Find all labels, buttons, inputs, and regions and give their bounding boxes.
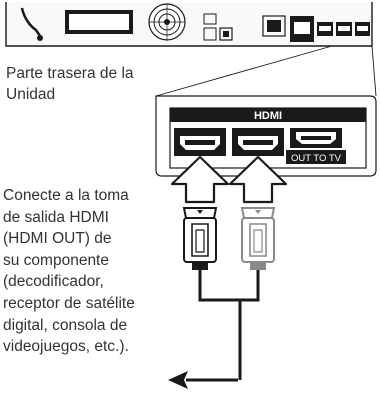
rear-hdmi-ports bbox=[317, 22, 370, 36]
hdmi-cable-1 bbox=[182, 207, 242, 380]
hdmi-cable-2 bbox=[240, 207, 276, 302]
lan-port-icon bbox=[290, 16, 314, 42]
zoom-line-left bbox=[155, 45, 333, 97]
insert-arrows bbox=[170, 155, 288, 204]
rear-of-unit-caption: Parte trasera de la Unidad bbox=[6, 65, 134, 103]
unit-rear-panel bbox=[5, 2, 373, 47]
out-to-tv-label: OUT TO TV bbox=[291, 153, 342, 164]
zoomed-hdmi-panel: HDMI OUT TO TV bbox=[155, 95, 377, 177]
power-cord-icon bbox=[20, 7, 42, 37]
left-arrow-icon bbox=[168, 371, 238, 389]
hdmi-out-to-tv-port: OUT TO TV bbox=[286, 128, 346, 164]
up-arrow-icon bbox=[170, 155, 230, 204]
fan-grille-icon bbox=[148, 3, 186, 41]
network-port-icon bbox=[262, 15, 286, 37]
hdmi-port-1 bbox=[174, 128, 226, 156]
hdmi-header-label: HDMI bbox=[254, 110, 282, 122]
connection-instruction: Conecte a la toma de salida HDMI (HDMI O… bbox=[3, 187, 135, 356]
zoom-line-right bbox=[371, 45, 377, 97]
hdmi-port-2 bbox=[232, 128, 284, 156]
up-arrow-icon bbox=[228, 155, 288, 204]
hdmi-header-bar bbox=[170, 108, 366, 122]
optical-port-icon bbox=[203, 13, 233, 41]
